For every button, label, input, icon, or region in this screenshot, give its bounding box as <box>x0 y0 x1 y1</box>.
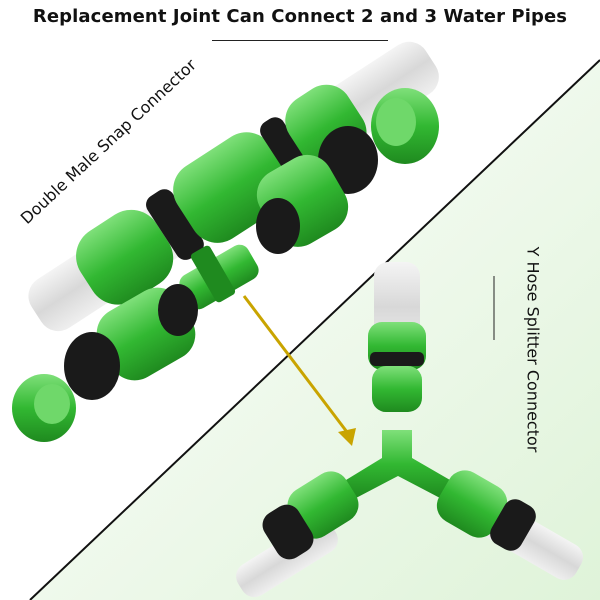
y-splitter-assembly <box>236 262 584 598</box>
end-cap-top-right <box>371 88 439 164</box>
coupling-body <box>287 471 359 539</box>
seal-ring <box>370 352 424 366</box>
page-title: Replacement Joint Can Connect 2 and 3 Wa… <box>32 6 568 27</box>
male-adapter <box>179 244 259 310</box>
end-cap-bottom-left <box>12 374 76 442</box>
coupling-left <box>96 284 198 381</box>
coupling-body <box>436 470 508 538</box>
direction-arrow <box>242 295 356 446</box>
y-splitter-label: Y Hose Splitter Connector <box>523 246 543 453</box>
black-collar-left <box>64 332 120 400</box>
seal-ring <box>262 504 314 560</box>
seal-ring <box>146 189 204 260</box>
seal-ring <box>490 499 536 551</box>
coupling-body <box>76 209 174 305</box>
coupling-right <box>256 154 349 254</box>
y-body <box>346 430 450 498</box>
divider-line <box>29 59 600 600</box>
coupling-body <box>372 366 422 412</box>
title-underline <box>212 40 388 41</box>
